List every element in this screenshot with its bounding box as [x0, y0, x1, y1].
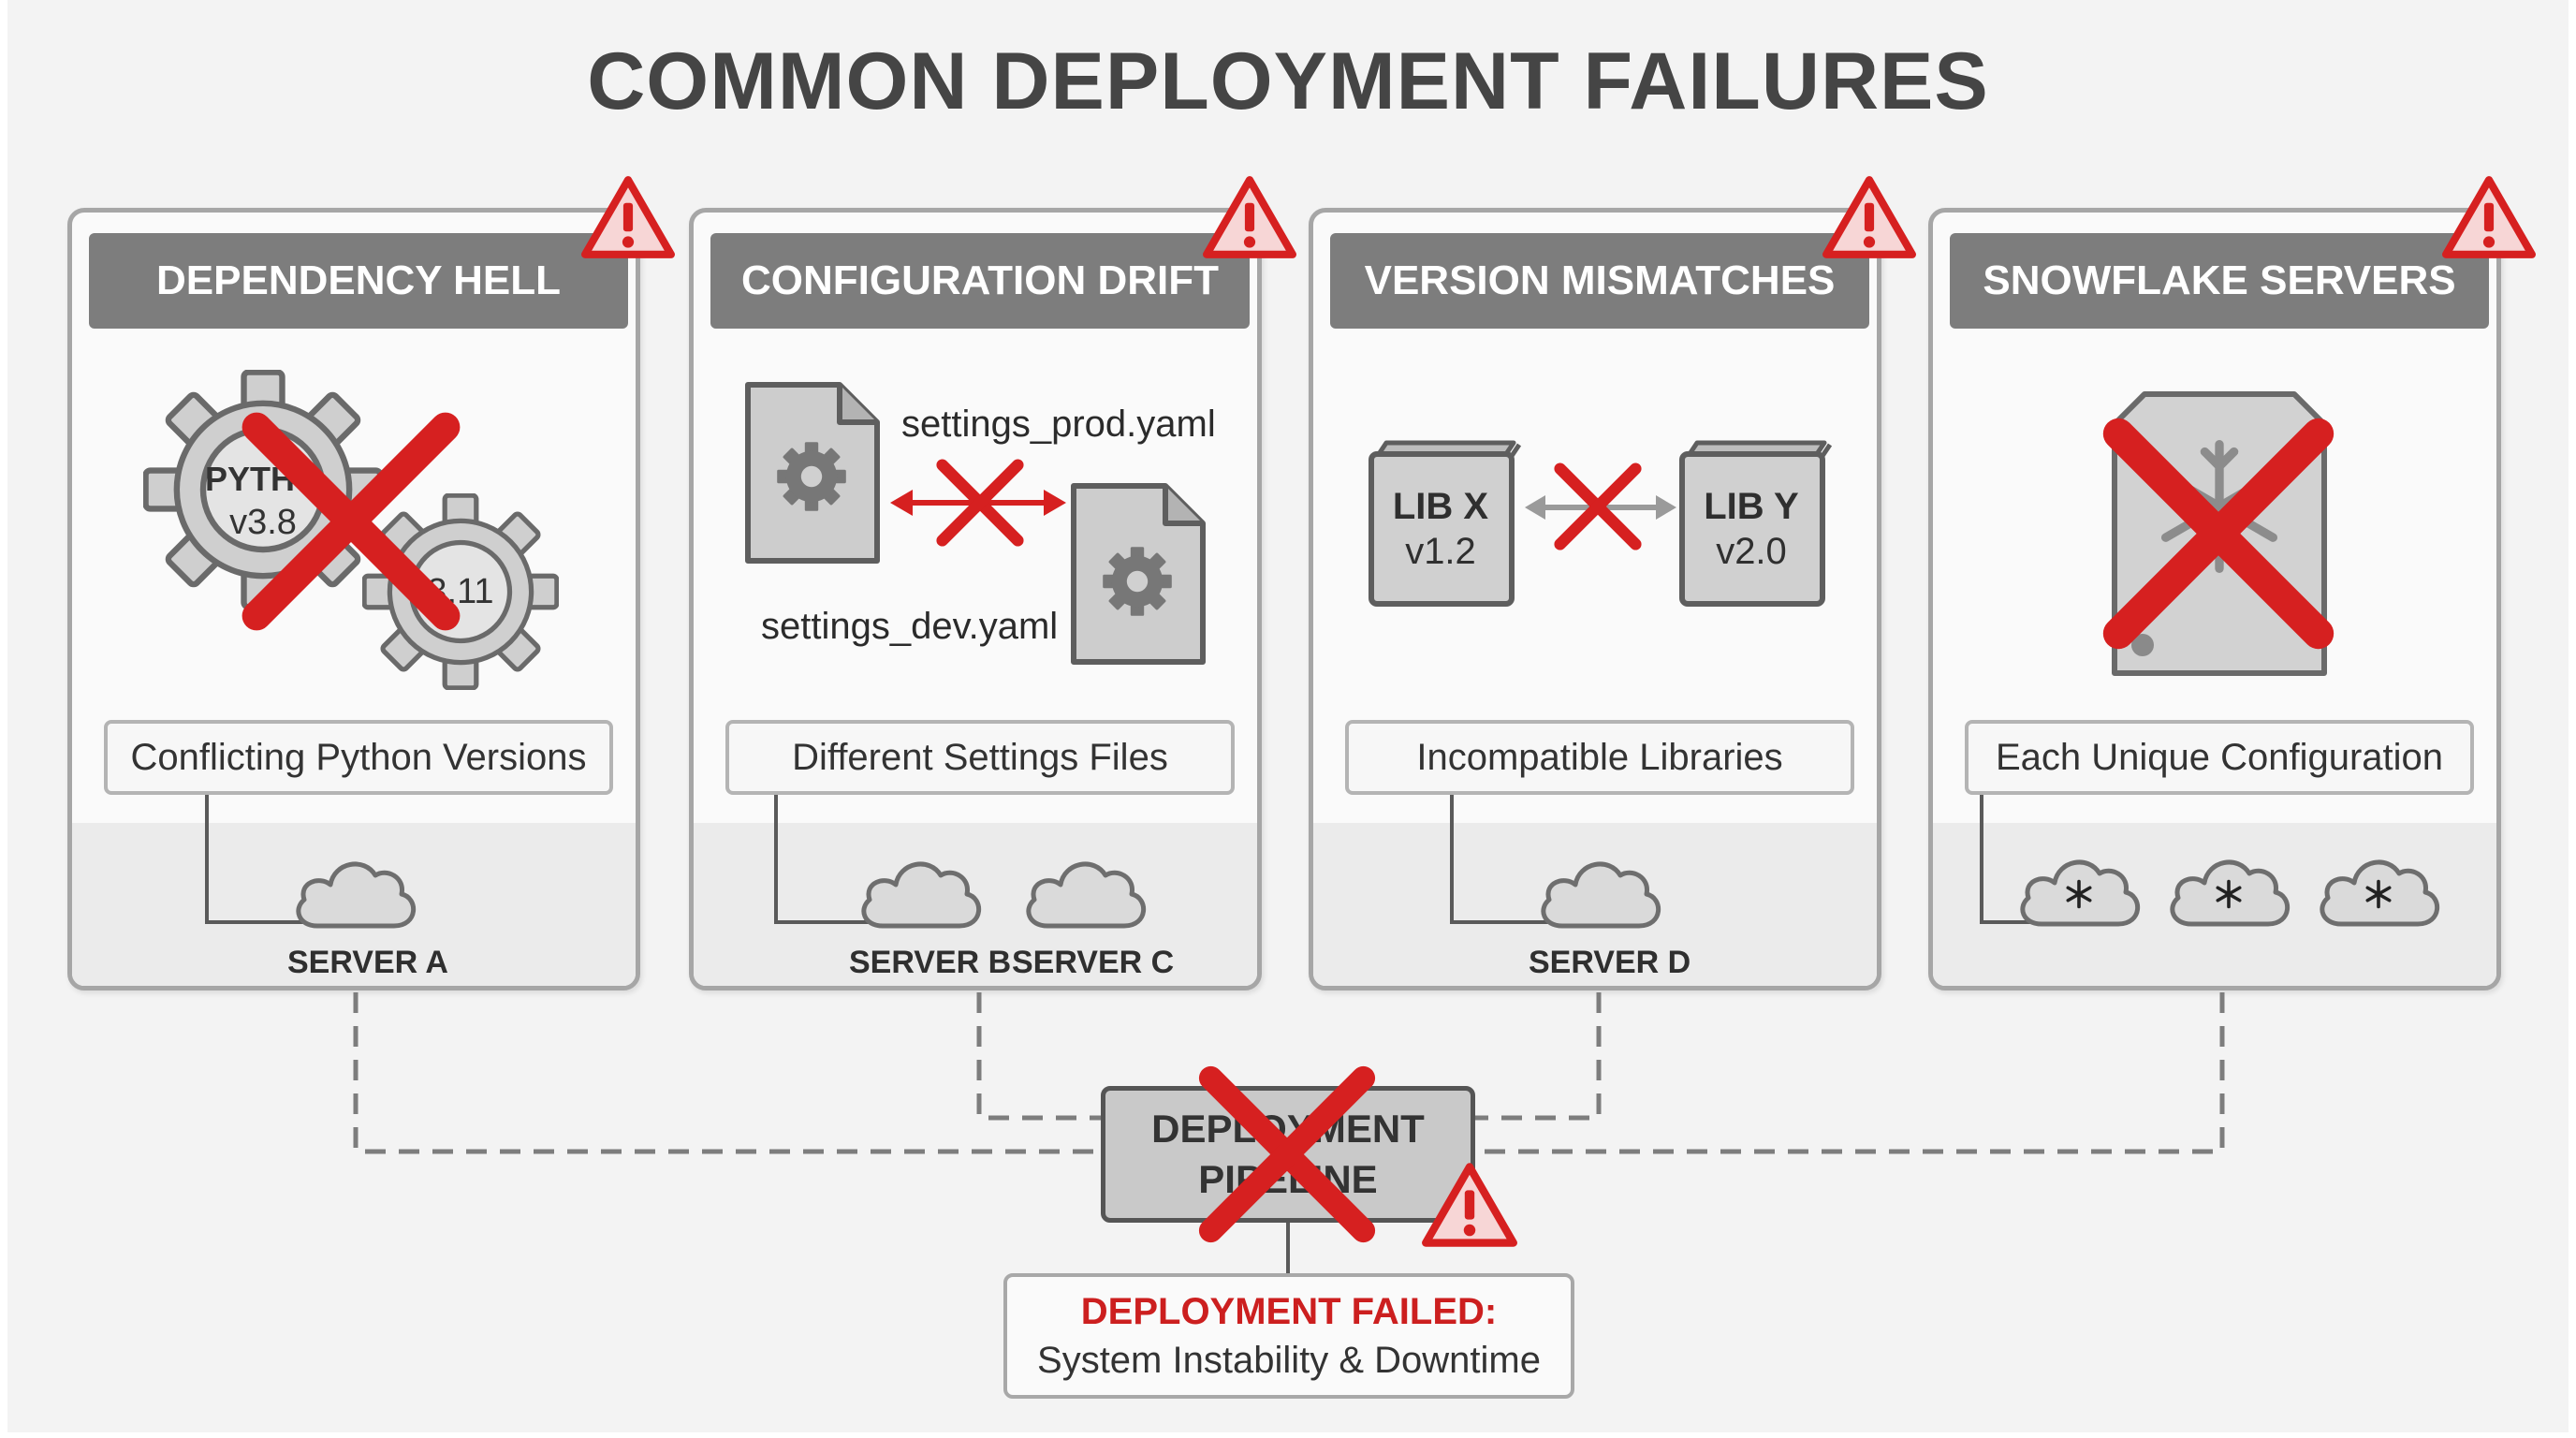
warning-icon	[1421, 1161, 1518, 1249]
caption-box: Different Settings Files	[725, 720, 1235, 795]
caption-box: Each Unique Configuration	[1965, 720, 2474, 795]
caption-box: Conflicting Python Versions	[104, 720, 613, 795]
panel-version-mismatches: VERSION MISMATCHES LIB X v1.2 LIB Y v2.0…	[1309, 208, 1881, 990]
server-label: SERVER A	[287, 945, 448, 980]
server-label: SERVER D	[1529, 945, 1691, 980]
page-title: COMMON DEPLOYMENT FAILURES	[587, 37, 1989, 126]
panel-header: VERSION MISMATCHES	[1330, 233, 1869, 329]
connector-line	[1980, 795, 2043, 924]
deployment-result-box: DEPLOYMENT FAILED: System Instability & …	[1003, 1273, 1574, 1399]
file-name-label: settings_dev.yaml	[761, 606, 1059, 647]
library-label: LIB X v1.2	[1366, 484, 1515, 574]
panel-dependency-hell: DEPENDENCY HELL PYTHO v3.8 3.11 Conflict…	[67, 208, 640, 990]
library-version: v2.0	[1716, 531, 1787, 572]
connector-line	[1450, 795, 1581, 924]
panel-header: SNOWFLAKE SERVERS	[1950, 233, 2489, 329]
panel-configuration-drift: CONFIGURATION DRIFT settings_prod.yaml s…	[689, 208, 1262, 990]
server-label: SERVER B	[849, 945, 1012, 980]
library-label: LIB Y v2.0	[1676, 484, 1826, 574]
panel-snowflake-servers: SNOWFLAKE SERVERS Each Unique Configurat…	[1928, 208, 2501, 990]
result-headline: DEPLOYMENT FAILED:	[1080, 1291, 1498, 1332]
gear-version-number: v3.8	[229, 503, 297, 542]
library-name: LIB X	[1392, 486, 1489, 527]
library-name: LIB Y	[1704, 486, 1799, 527]
server-label: SERVER C	[1012, 945, 1175, 980]
connector-line	[205, 795, 347, 924]
x-mark-icon	[1196, 1064, 1378, 1245]
caption-box: Incompatible Libraries	[1345, 720, 1854, 795]
file-name-label: settings_prod.yaml	[901, 404, 1216, 445]
panel-header: DEPENDENCY HELL	[89, 233, 628, 329]
result-subline: System Instability & Downtime	[1037, 1340, 1541, 1381]
library-version: v1.2	[1405, 531, 1476, 572]
panel-header: CONFIGURATION DRIFT	[710, 233, 1250, 329]
